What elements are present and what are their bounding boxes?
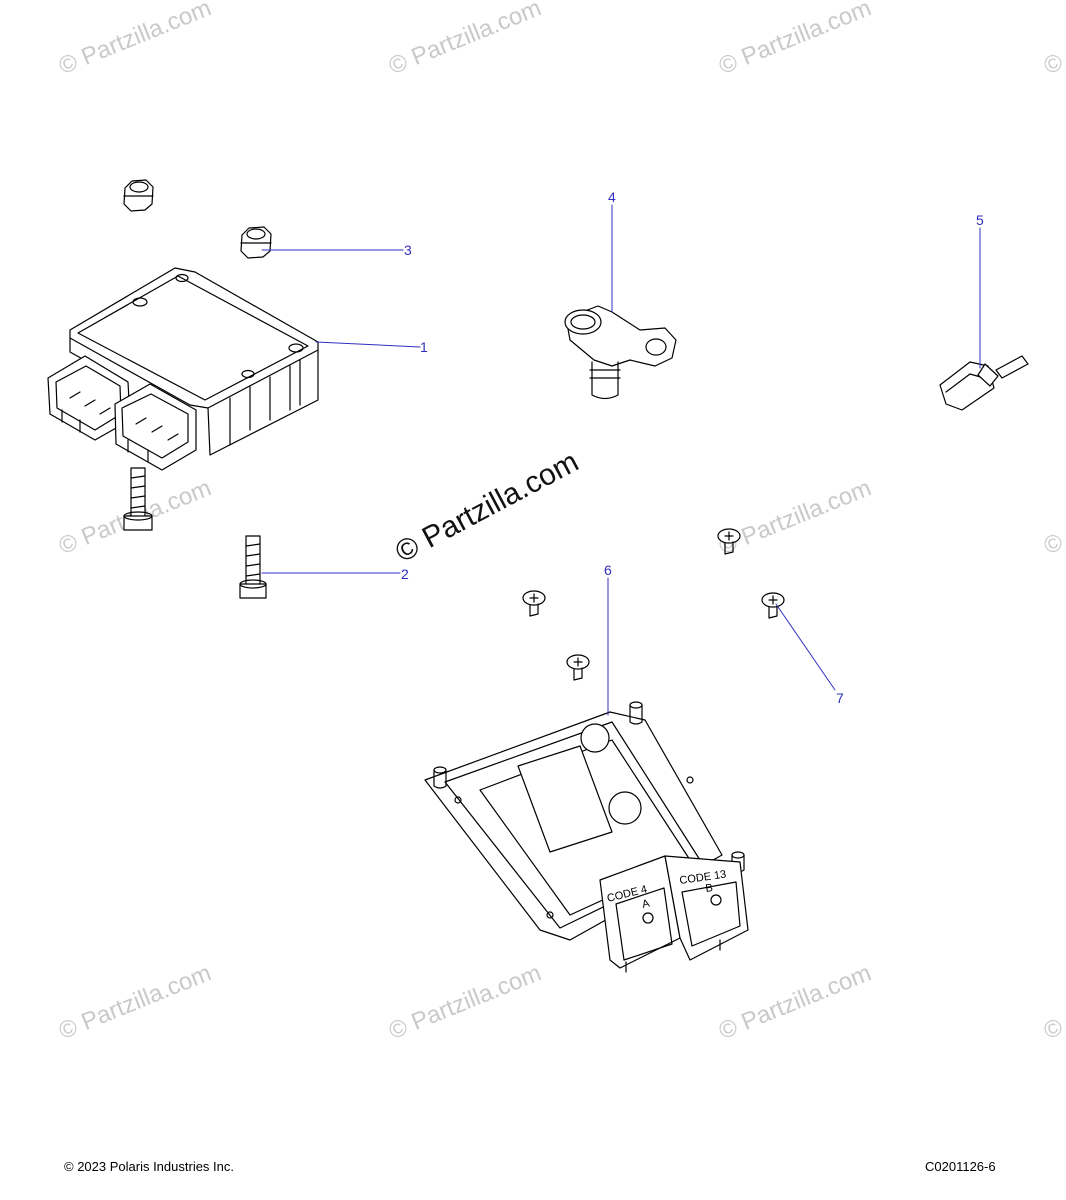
leader-line-7 [775, 603, 836, 691]
bolt-part-2[interactable] [239, 535, 267, 599]
temp-sensor-part-5[interactable] [939, 355, 1029, 411]
connector-letter-a-label: A [641, 897, 652, 911]
callout-3[interactable]: 3 [404, 242, 412, 258]
regulator-module-part-1[interactable] [47, 267, 319, 471]
callout-5[interactable]: 5 [976, 212, 984, 228]
speed-sensor-part-4[interactable] [564, 305, 677, 400]
ecu-module-part-6[interactable]: CODE 4 A CODE 13 B [424, 701, 749, 973]
leader-lines [261, 204, 981, 716]
nut-part-3[interactable] [240, 226, 272, 259]
bolt-part[interactable] [123, 467, 153, 531]
screw-part[interactable] [717, 528, 741, 555]
callout-4[interactable]: 4 [608, 189, 616, 205]
callout-2[interactable]: 2 [401, 566, 409, 582]
leader-line-1 [315, 341, 421, 348]
screw-part-7[interactable] [761, 592, 785, 619]
diagram-id: C0201126-6 [925, 1159, 996, 1174]
callout-6[interactable]: 6 [604, 562, 612, 578]
screw-part[interactable] [566, 654, 590, 681]
connector-letter-b-label: B [705, 882, 714, 895]
callout-1[interactable]: 1 [420, 339, 428, 355]
callout-7[interactable]: 7 [836, 690, 844, 706]
nut-part[interactable] [123, 179, 154, 212]
copyright-text: © 2023 Polaris Industries Inc. [64, 1159, 234, 1174]
screw-part[interactable] [522, 590, 546, 617]
